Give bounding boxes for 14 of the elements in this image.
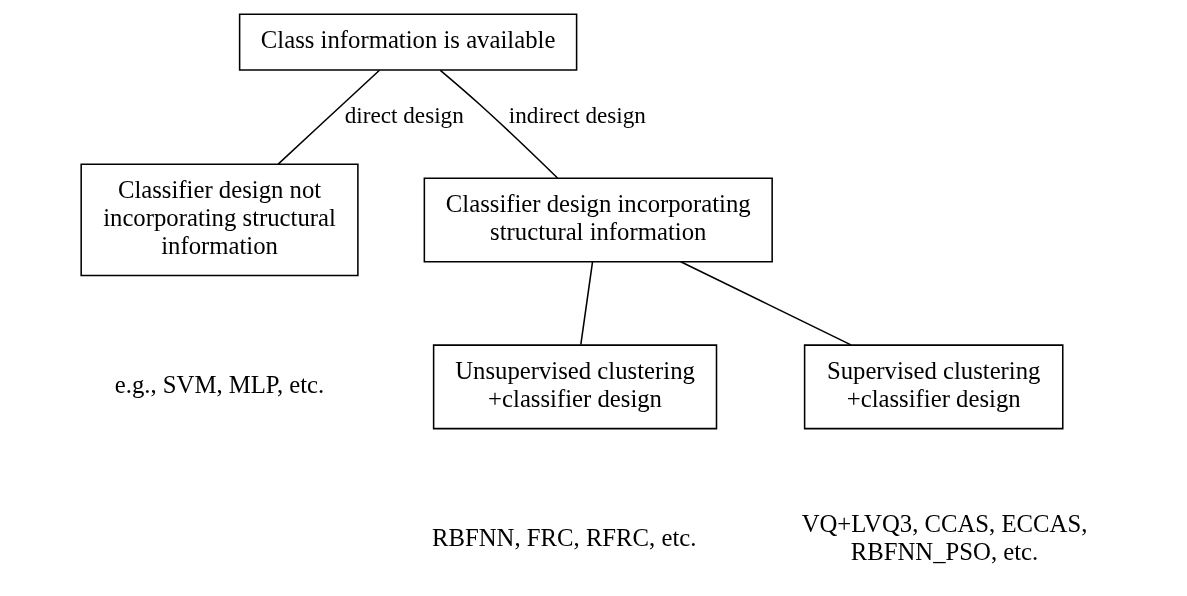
edge-label: direct design [344,101,464,128]
node-label: VQ+LVQ3, CCAS, ECCAS, RBFNN_PSO, etc. [801,509,1087,565]
connector [679,261,852,346]
node-box: Classifier design incorporating structural information [423,177,773,263]
node-box: Unsupervised clustering +classifier design [432,344,717,430]
connector [579,261,593,346]
node-box: Class information is available [238,13,577,71]
node-box: Classifier design not incorporating structural information [79,163,359,277]
node-label: e.g., SVM, MLP, etc. [114,370,324,398]
connector [276,69,380,165]
node-box: Supervised clustering +classifier design [803,344,1064,430]
connector [439,69,558,179]
node-label: RBFNN, FRC, RFRC, etc. [431,523,696,551]
edge-label: indirect design [508,101,646,128]
